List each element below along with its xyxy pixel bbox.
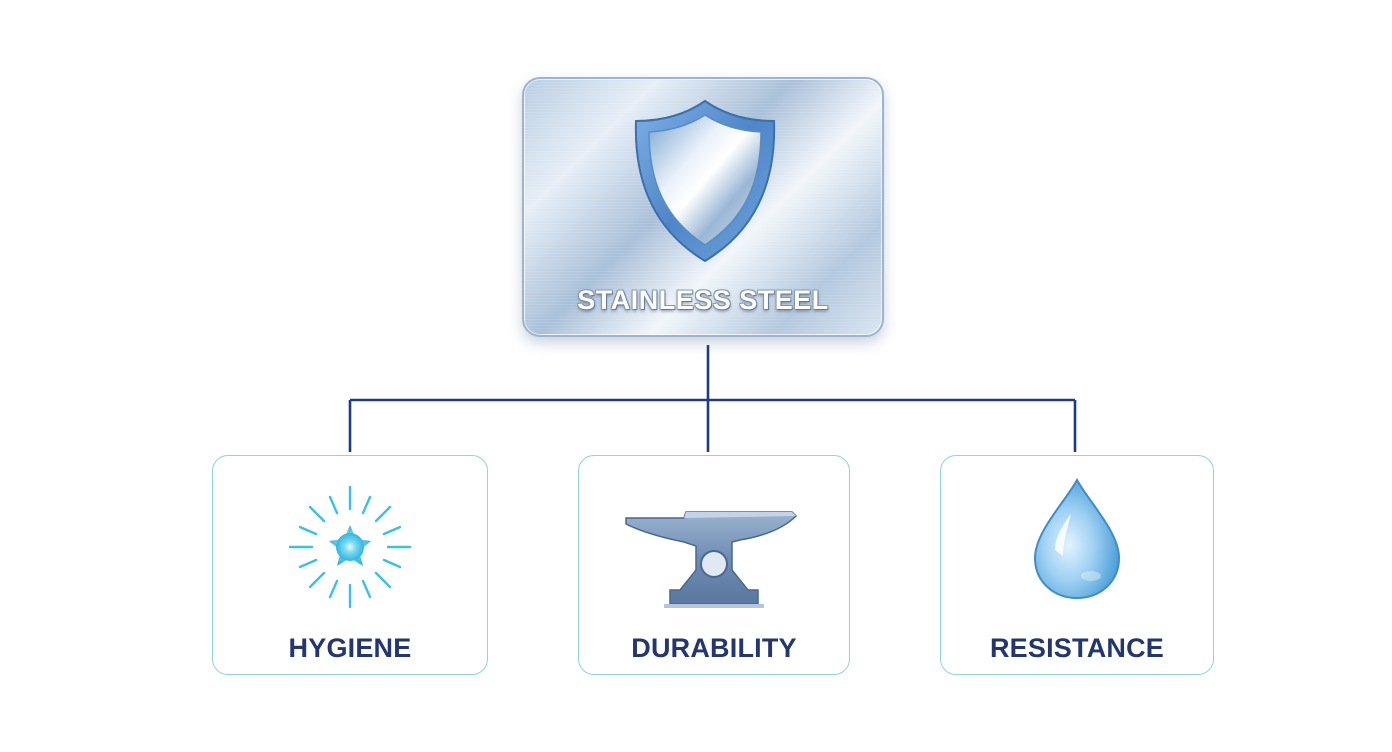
child-label-durability: DURABILITY (631, 633, 797, 663)
sparkle-icon (288, 485, 412, 609)
child-card-hygiene: HYGIENE (212, 455, 488, 675)
child-card-durability: DURABILITY (578, 455, 850, 675)
root-node-card: STAINLESS STEEL (522, 77, 884, 337)
child-label-hygiene: HYGIENE (288, 633, 412, 663)
child-card-resistance: RESISTANCE (940, 455, 1214, 675)
anvil-icon (625, 511, 798, 608)
root-node-label: STAINLESS STEEL (577, 285, 829, 315)
water-drop-icon (1033, 477, 1121, 600)
child-label-resistance: RESISTANCE (989, 633, 1165, 663)
shield-icon (634, 99, 776, 263)
